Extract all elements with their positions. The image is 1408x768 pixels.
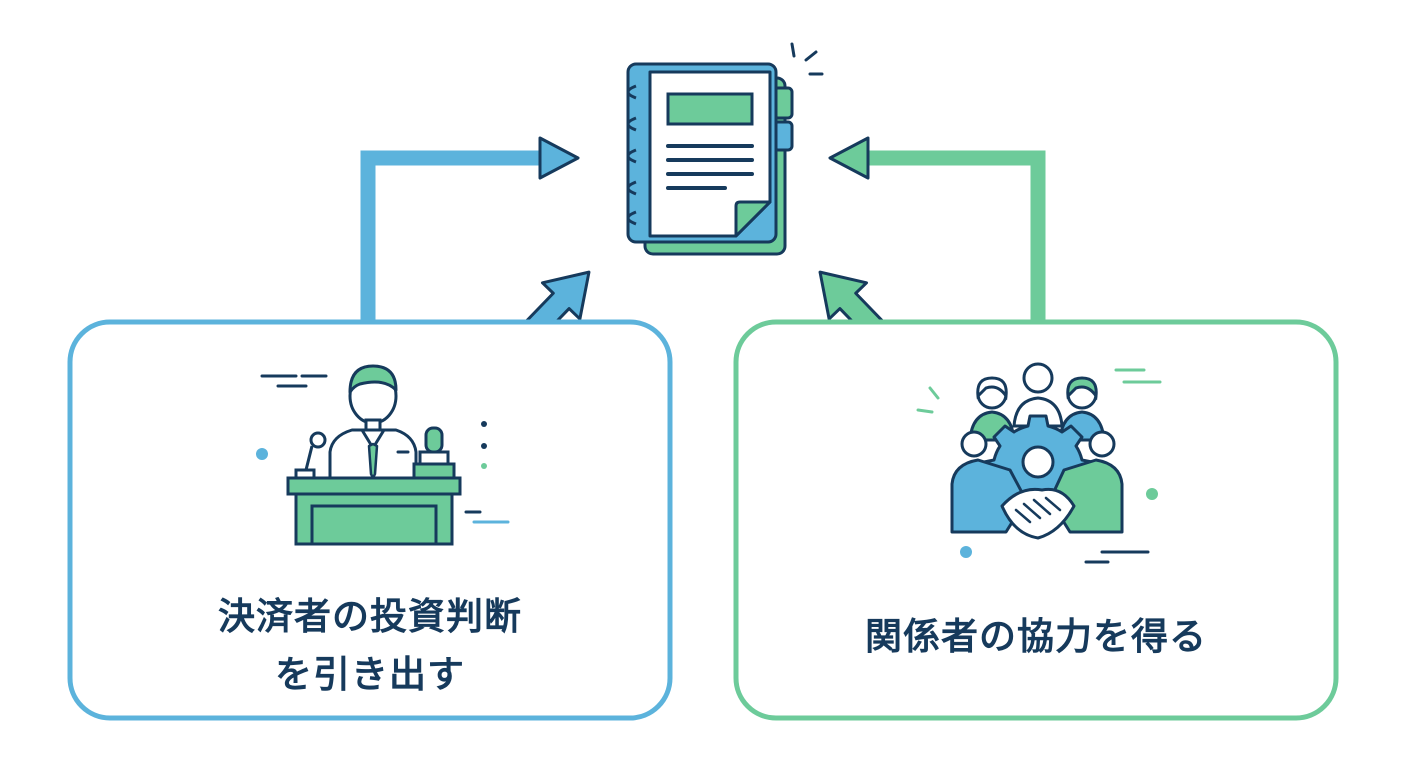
left-elbow-arrow [360,136,580,322]
left-box-title-line2: を引き出す [275,653,465,696]
decision-maker-podium-icon [256,364,510,546]
right-box-title: 関係者の協力を得る [736,608,1336,666]
left-box-title-line1: 決済者の投資判断 [218,595,522,638]
team-handshake-gear-icon [916,362,1162,564]
right-elbow-arrow [828,136,1046,322]
left-box-title: 決済者の投資判断 を引き出す [70,588,670,704]
right-box-title-text: 関係者の協力を得る [865,615,1207,658]
notebook-icon [626,42,824,256]
